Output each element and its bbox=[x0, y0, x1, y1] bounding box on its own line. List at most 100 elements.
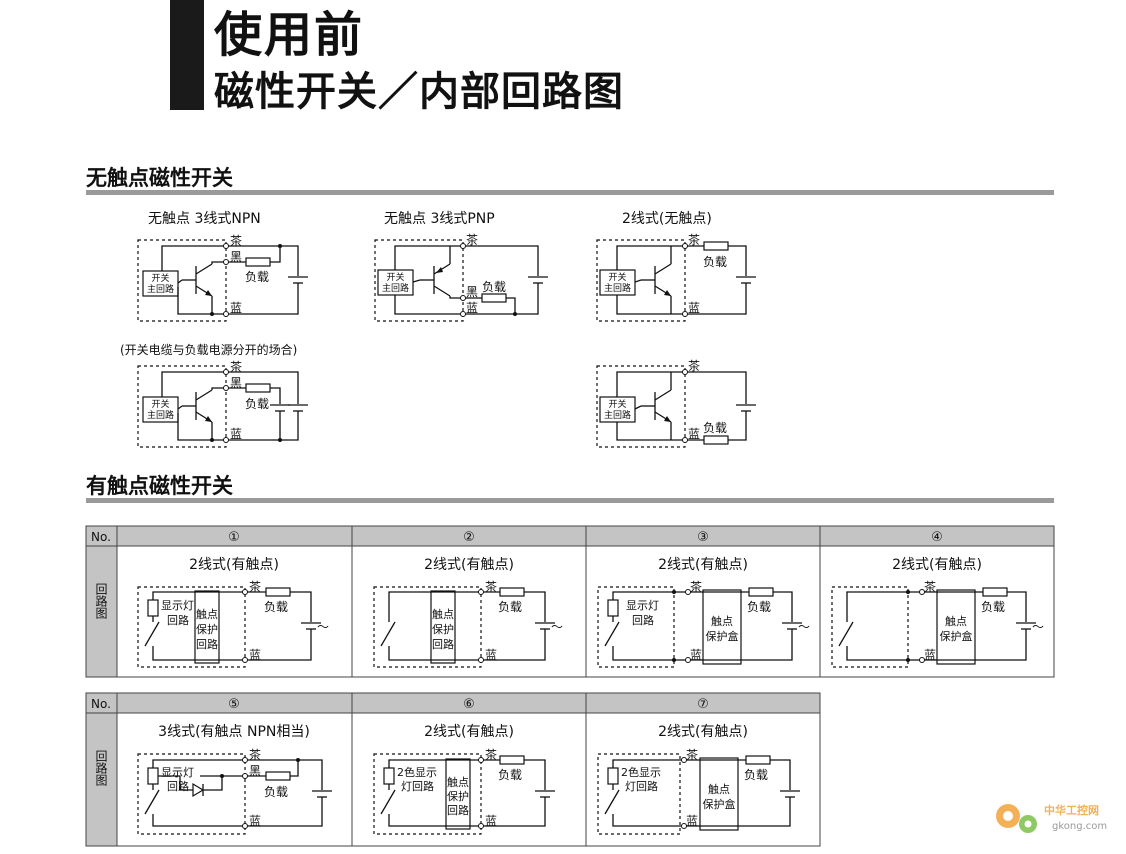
svg-text:黑: 黑 bbox=[249, 764, 261, 778]
svg-text:2线式(有触点): 2线式(有触点) bbox=[892, 557, 982, 573]
svg-text:黑: 黑 bbox=[466, 285, 478, 299]
svg-text:触点: 触点 bbox=[945, 614, 967, 628]
svg-text:回路: 回路 bbox=[447, 804, 469, 817]
svg-text:负载: 负载 bbox=[498, 600, 522, 614]
svg-text:蓝: 蓝 bbox=[686, 814, 698, 828]
circuit-6: 2色显示 灯回路 触点 保护 回路 茶 蓝 负载 bbox=[373, 747, 556, 835]
svg-text:蓝: 蓝 bbox=[688, 427, 700, 441]
svg-text:2线式(有触点): 2线式(有触点) bbox=[189, 557, 279, 573]
svg-text:茶: 茶 bbox=[230, 233, 242, 248]
svg-text:负载: 负载 bbox=[498, 768, 522, 782]
svg-text:负载: 负载 bbox=[482, 280, 506, 294]
svg-text:回路: 回路 bbox=[432, 638, 454, 651]
svg-text:②: ② bbox=[463, 530, 475, 545]
svg-text:蓝: 蓝 bbox=[249, 814, 261, 828]
svg-text:回路: 回路 bbox=[167, 614, 189, 627]
svg-text:2色显示: 2色显示 bbox=[621, 765, 661, 779]
diagram-title: 无触点 3线式NPN bbox=[148, 211, 261, 227]
svg-text:开关: 开关 bbox=[608, 398, 626, 410]
circuit-7: 2色显示 灯回路 茶 蓝 触点 保护盒 负载 bbox=[597, 747, 801, 835]
diagram-npn-separate: 开关 主回路 茶 黑 蓝 负载 bbox=[137, 359, 309, 448]
svg-text:触点: 触点 bbox=[711, 614, 733, 628]
svg-text:保护: 保护 bbox=[432, 622, 454, 636]
svg-text:触点: 触点 bbox=[432, 607, 454, 621]
svg-text:⑦: ⑦ bbox=[697, 697, 709, 712]
svg-text:茶: 茶 bbox=[686, 747, 698, 762]
svg-text:2线式(有触点): 2线式(有触点) bbox=[658, 557, 748, 573]
diagram-2wire-contactless-b: 开关 主回路 茶 蓝 负载 bbox=[596, 358, 757, 448]
svg-text:茶: 茶 bbox=[249, 579, 261, 594]
circuit-4: 茶 蓝 触点 保护盒 负载 ～ bbox=[831, 579, 1044, 668]
svg-text:触点: 触点 bbox=[196, 607, 218, 621]
svg-text:开关: 开关 bbox=[151, 272, 169, 284]
col-no-header: No. bbox=[91, 697, 111, 711]
svg-text:黑: 黑 bbox=[230, 376, 242, 390]
svg-text:回路: 回路 bbox=[632, 614, 654, 627]
diagram-title: 无触点 3线式PNP bbox=[384, 211, 495, 227]
svg-text:黑: 黑 bbox=[230, 250, 242, 264]
circuit-1: 显示灯 回路 触点 保护 回路 茶 蓝 负载 ～ bbox=[137, 579, 329, 668]
svg-text:主回路: 主回路 bbox=[147, 409, 174, 421]
svg-text:负载: 负载 bbox=[245, 397, 269, 411]
svg-text:⑥: ⑥ bbox=[463, 697, 475, 712]
svg-text:茶: 茶 bbox=[924, 579, 936, 594]
svg-text:～: ～ bbox=[551, 620, 563, 634]
svg-text:蓝: 蓝 bbox=[688, 301, 700, 315]
svg-text:茶: 茶 bbox=[249, 747, 261, 762]
svg-text:茶: 茶 bbox=[485, 747, 497, 762]
svg-text:茶: 茶 bbox=[688, 232, 700, 247]
watermark-logo: 中华工控网 gkong.com bbox=[996, 803, 1107, 833]
svg-text:2色显示: 2色显示 bbox=[397, 765, 437, 779]
svg-text:开关: 开关 bbox=[151, 398, 169, 410]
svg-text:保护: 保护 bbox=[447, 789, 469, 803]
svg-text:3线式(有触点 NPN相当): 3线式(有触点 NPN相当) bbox=[158, 724, 310, 740]
page-subtitle: 磁性开关／内部回路图 bbox=[214, 69, 624, 115]
svg-text:负载: 负载 bbox=[747, 600, 771, 614]
svg-text:茶: 茶 bbox=[230, 359, 242, 374]
circuit-2: 触点 保护 回路 茶 蓝 负载 ～ bbox=[373, 579, 563, 668]
svg-text:蓝: 蓝 bbox=[485, 814, 497, 828]
svg-text:蓝: 蓝 bbox=[249, 648, 261, 662]
svg-text:～: ～ bbox=[1032, 620, 1044, 634]
title-accent-bar bbox=[170, 0, 204, 110]
svg-text:灯回路: 灯回路 bbox=[401, 780, 434, 793]
svg-text:触点: 触点 bbox=[447, 775, 469, 789]
svg-text:显示灯: 显示灯 bbox=[161, 766, 194, 779]
section-rule bbox=[86, 190, 1054, 195]
svg-text:茶: 茶 bbox=[688, 358, 700, 373]
svg-text:负载: 负载 bbox=[744, 768, 768, 782]
diagram-title: 2线式(无触点) bbox=[622, 211, 712, 227]
svg-text:显示灯: 显示灯 bbox=[161, 599, 194, 612]
svg-text:开关: 开关 bbox=[608, 271, 626, 283]
row-label: 回路图 bbox=[94, 583, 108, 619]
svg-text:④: ④ bbox=[931, 530, 943, 545]
svg-text:2线式(有触点): 2线式(有触点) bbox=[658, 724, 748, 740]
svg-text:主回路: 主回路 bbox=[604, 409, 631, 421]
svg-text:蓝: 蓝 bbox=[230, 427, 242, 441]
svg-text:负载: 负载 bbox=[703, 255, 727, 269]
svg-text:蓝: 蓝 bbox=[485, 648, 497, 662]
svg-text:2线式(有触点): 2线式(有触点) bbox=[424, 557, 514, 573]
circuit-3: 显示灯 回路 茶 蓝 触点 保护盒 负载 ～ bbox=[597, 579, 810, 668]
logo-domain: gkong.com bbox=[1052, 821, 1107, 832]
diagram-pnp: 无触点 3线式PNP 开关 主回路 茶 黑 蓝 负载 bbox=[374, 211, 549, 322]
svg-text:保护盒: 保护盒 bbox=[703, 797, 736, 811]
svg-text:蓝: 蓝 bbox=[690, 648, 702, 662]
svg-text:保护: 保护 bbox=[196, 622, 218, 636]
row-label: 回路图 bbox=[94, 750, 108, 786]
svg-text:负载: 负载 bbox=[264, 600, 288, 614]
circuit-5: 显示灯 回路 茶 黑 蓝 负载 bbox=[137, 747, 333, 835]
svg-text:回路: 回路 bbox=[196, 638, 218, 651]
svg-text:显示灯: 显示灯 bbox=[626, 599, 659, 612]
diagram-npn: 无触点 3线式NPN 开关 主回路 茶 黑 蓝 负载 bbox=[137, 211, 309, 322]
svg-text:回路: 回路 bbox=[167, 780, 189, 793]
svg-text:茶: 茶 bbox=[466, 232, 478, 247]
svg-text:主回路: 主回路 bbox=[147, 283, 174, 295]
svg-text:保护盒: 保护盒 bbox=[940, 629, 973, 643]
svg-text:茶: 茶 bbox=[690, 579, 702, 594]
svg-text:触点: 触点 bbox=[708, 782, 730, 796]
separate-power-note: (开关电缆与负载电源分开的场合) bbox=[120, 342, 297, 357]
svg-text:2线式(有触点): 2线式(有触点) bbox=[424, 724, 514, 740]
svg-text:负载: 负载 bbox=[981, 600, 1005, 614]
